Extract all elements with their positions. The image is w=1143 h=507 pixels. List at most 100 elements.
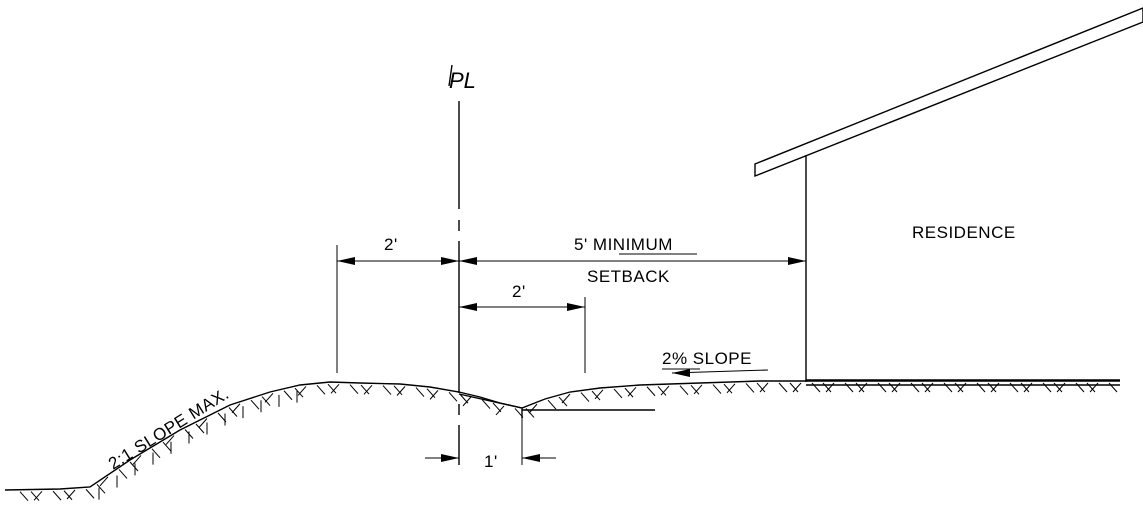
hatch-stroke (396, 386, 406, 396)
hatch-stroke (1089, 382, 1099, 393)
hatch-stroke (85, 488, 95, 499)
hatch-stroke (954, 382, 964, 393)
ground-surface (4, 380, 1120, 491)
hatch-stroke (855, 382, 865, 393)
hatch-stroke (594, 389, 604, 400)
hatch-stroke (891, 382, 901, 393)
hatch-stroke (1056, 382, 1066, 393)
hatch-stroke (957, 382, 967, 393)
soil-hatching (19, 382, 1118, 502)
hatch-stroke (811, 382, 821, 393)
hatch-stroke (264, 392, 274, 403)
hatch-stroke (165, 435, 175, 445)
hatch-stroke (924, 382, 934, 393)
hatch-stroke (591, 390, 601, 401)
hatch-stroke (525, 408, 535, 418)
hatch-stroke (382, 385, 392, 395)
slope-right-label: 2% SLOPE (662, 349, 752, 368)
hatch-stroke (30, 491, 40, 501)
hatch-stroke (96, 483, 106, 494)
hatch-stroke (52, 490, 62, 501)
hatch-stroke (547, 399, 557, 410)
dimension-setback (459, 257, 806, 265)
hatch-stroke (690, 384, 700, 395)
hatch-stroke (726, 383, 736, 394)
hatch-stroke (151, 448, 161, 459)
hatch-stroke (910, 382, 920, 393)
hatch-stroke (360, 384, 370, 395)
hatch-stroke (495, 405, 505, 416)
hatch-stroke (789, 382, 799, 393)
hatch-stroke (415, 387, 425, 397)
dimension-1ft-label: 1' (484, 452, 498, 471)
hatch-stroke (1009, 382, 1019, 393)
dimension-1ft (425, 408, 556, 465)
hatch-stroke (679, 385, 689, 395)
hatch-stroke (462, 396, 472, 407)
hatch-stroke (792, 382, 802, 393)
hatch-stroke (132, 455, 142, 465)
hatch-stroke (129, 461, 139, 472)
hatch-stroke (825, 382, 835, 393)
dimension-left-2ft (336, 245, 459, 373)
hatch-stroke (990, 382, 1000, 393)
hatch-stroke (987, 382, 997, 393)
hatch-stroke (723, 383, 733, 394)
hatch-stroke (921, 382, 931, 393)
slope-left-label: 2:1 SLOPE MAX. (105, 384, 232, 473)
hatch-stroke (976, 382, 986, 393)
residence-label: RESIDENCE (912, 223, 1016, 242)
hatch-stroke (624, 387, 634, 398)
hatch-stroke (822, 382, 832, 393)
hatch-stroke (99, 476, 109, 487)
hatch-stroke (745, 383, 755, 393)
hatch-stroke (877, 382, 887, 393)
slope-right-arrow (671, 369, 769, 377)
hatch-stroke (693, 384, 703, 395)
hatch-stroke (514, 408, 524, 418)
hatch-stroke (19, 491, 29, 502)
hatch-stroke (426, 388, 436, 399)
hatch-stroke (33, 490, 43, 501)
hatch-stroke (195, 423, 205, 434)
hatch-stroke (63, 490, 73, 501)
hatch-stroke (1053, 382, 1063, 393)
hatch-stroke (429, 390, 439, 400)
property-line-symbol-stroke (448, 64, 453, 87)
hatch-stroke (660, 385, 670, 396)
hatch-stroke (1020, 382, 1030, 393)
hatch-stroke (1023, 382, 1033, 393)
hatch-stroke (759, 382, 769, 393)
hatch-stroke (481, 399, 491, 409)
hatch-stroke (778, 382, 788, 393)
dimension-left-2ft-label: 2' (384, 235, 398, 254)
hatch-stroke (1086, 382, 1096, 393)
setback-label-line2: SETBACK (587, 267, 670, 286)
hatch-stroke (393, 385, 403, 396)
hatch-stroke (888, 382, 898, 393)
hatch-stroke (613, 388, 623, 399)
setback-label-line1: 5' MINIMUM (574, 235, 673, 254)
hatch-stroke (118, 469, 128, 479)
hatch-stroke (844, 382, 854, 393)
hatch-stroke (756, 382, 766, 393)
hatch-stroke (297, 386, 307, 396)
hatch-stroke (712, 384, 722, 394)
hatch-stroke (231, 403, 241, 414)
dimension-inner-2ft-label: 2' (512, 282, 526, 301)
hatch-stroke (858, 382, 868, 393)
hatch-stroke (330, 383, 340, 394)
hatch-stroke (250, 399, 260, 410)
hatch-stroke (66, 489, 76, 500)
hatch-stroke (198, 418, 208, 428)
residence-roof (754, 7, 1143, 178)
hatch-stroke (657, 386, 667, 396)
hatch-stroke (327, 383, 337, 394)
hatch-stroke (627, 386, 637, 397)
hatch-stroke (580, 392, 590, 402)
hatch-stroke (283, 390, 293, 401)
hatch-stroke (316, 384, 326, 395)
hatch-stroke (294, 387, 304, 398)
hatch-stroke (448, 391, 458, 402)
